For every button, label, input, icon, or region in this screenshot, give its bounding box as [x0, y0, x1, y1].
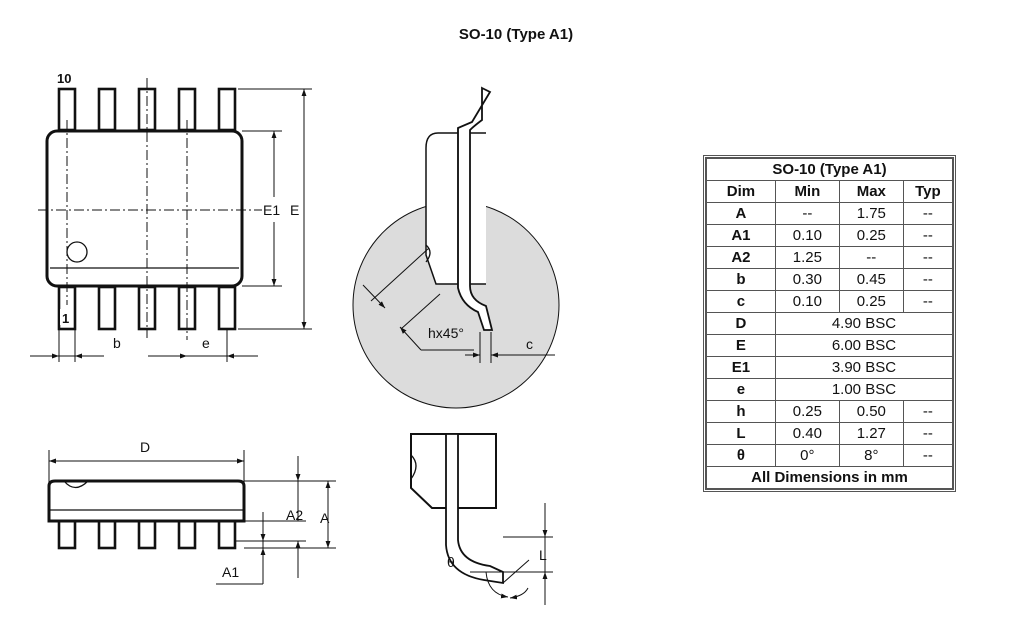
table-cell-dim: A1	[706, 224, 776, 247]
table-cell-dim: h	[706, 400, 776, 423]
package-body	[45, 129, 244, 288]
label-e: e	[202, 335, 210, 351]
table-cell-dim: θ	[706, 444, 776, 467]
pin-label-1: 1	[62, 311, 69, 326]
table-cell-value: --	[902, 268, 954, 291]
table-cell-value: --	[902, 422, 954, 445]
header-max: Max	[838, 180, 904, 203]
table-cell-value: 0.10	[774, 290, 840, 313]
table-cell-value: 8°	[838, 444, 904, 467]
header-typ: Typ	[902, 180, 954, 203]
dimensions-table: SO-10 (Type A1) Dim Min Max Typ A--1.75-…	[703, 155, 956, 492]
table-cell-value: 1.25	[774, 246, 840, 269]
cross-section-view: hx45° c	[352, 86, 560, 409]
table-cell-dim: E	[706, 334, 776, 357]
table-cell-value: 4.90 BSC	[774, 312, 954, 335]
table-cell-value: 0.50	[838, 400, 904, 423]
table-cell-value: 1.00 BSC	[774, 378, 954, 401]
header-min: Min	[774, 180, 840, 203]
table-cell-value: 0.30	[774, 268, 840, 291]
front-view: D A2 A A1	[47, 439, 336, 585]
table-cell-dim: A2	[706, 246, 776, 269]
table-cell-value: --	[902, 290, 954, 313]
side-view: L θ	[410, 433, 553, 605]
table-cell-dim: D	[706, 312, 776, 335]
label-E1: E1	[263, 202, 280, 218]
table-cell-value: 0.40	[774, 422, 840, 445]
table-cell-value: 3.90 BSC	[774, 356, 954, 379]
table-row: A--1.75--	[706, 202, 954, 225]
label-hx45: hx45°	[428, 325, 464, 341]
table-cell-value: --	[902, 202, 954, 225]
table-cell-dim: A	[706, 202, 776, 225]
label-c: c	[526, 336, 533, 352]
label-E: E	[290, 202, 299, 218]
label-D: D	[140, 439, 150, 455]
table-cell-value: --	[838, 246, 904, 269]
table-cell-dim: L	[706, 422, 776, 445]
label-A: A	[320, 510, 330, 526]
table-cell-value: 0.10	[774, 224, 840, 247]
table-cell-dim: b	[706, 268, 776, 291]
table-cell-value: --	[902, 400, 954, 423]
table-cell-value: 1.75	[838, 202, 904, 225]
table-cell-value: 0.25	[838, 224, 904, 247]
table-cell-value: 0.25	[838, 290, 904, 313]
header-dim: Dim	[706, 180, 776, 203]
table-cell-dim: c	[706, 290, 776, 313]
table-cell-value: 0°	[774, 444, 840, 467]
label-A2: A2	[286, 507, 303, 523]
page-title: SO-10 (Type A1)	[458, 26, 574, 43]
label-theta: θ	[447, 554, 455, 570]
label-b: b	[113, 335, 121, 351]
label-A1: A1	[222, 564, 239, 580]
table-cell-value: 0.25	[774, 400, 840, 423]
table-cell-value: --	[902, 224, 954, 247]
table-cell-value: 6.00 BSC	[774, 334, 954, 357]
table-cell-dim: e	[706, 378, 776, 401]
table-caption: SO-10 (Type A1)	[706, 158, 953, 181]
table-cell-value: 0.45	[838, 268, 904, 291]
table-header-row: Dim Min Max Typ	[706, 180, 954, 203]
table-cell-value: --	[902, 246, 954, 269]
table-footer: All Dimensions in mm	[706, 466, 953, 489]
table-cell-value: --	[774, 202, 840, 225]
table-cell-dim: E1	[706, 356, 776, 379]
pin-label-10: 10	[57, 71, 71, 86]
label-L: L	[539, 547, 547, 563]
table-cell-value: --	[902, 444, 954, 467]
top-view: 10 1 E1 E b e	[30, 71, 312, 362]
table-cell-value: 1.27	[838, 422, 904, 445]
